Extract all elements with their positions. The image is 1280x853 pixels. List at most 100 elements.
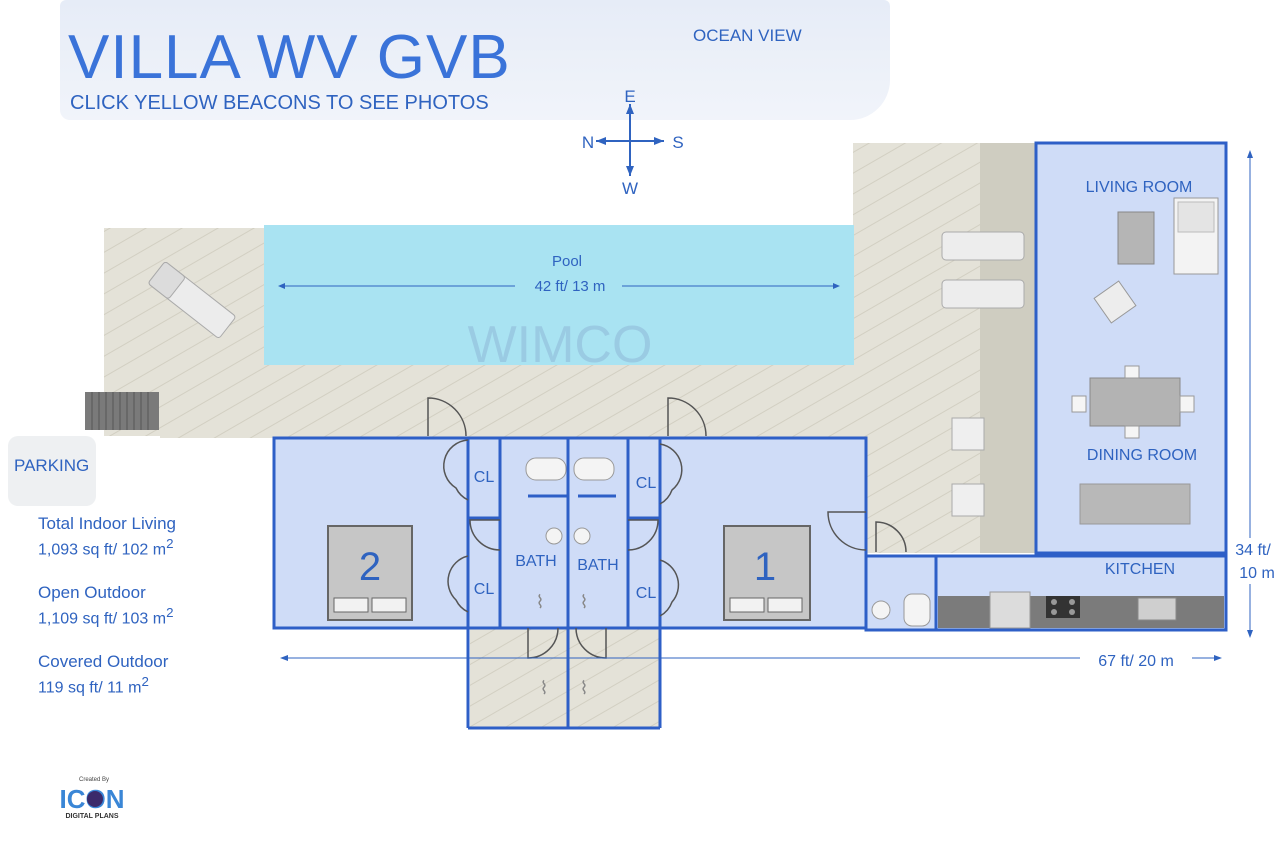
- depth-label-bg: [1228, 538, 1278, 584]
- stat-label: Covered Outdoor: [38, 652, 169, 671]
- burner: [1069, 609, 1075, 615]
- page-title: VILLA WV GVB: [68, 23, 511, 92]
- interior-walls: [466, 438, 662, 730]
- depth-dimension-label: 10 m: [1239, 565, 1275, 582]
- steps: [85, 392, 159, 430]
- shower-head-icon: ⌇: [580, 678, 589, 698]
- arrow-head: [278, 283, 285, 289]
- sink-basin: [573, 527, 591, 545]
- burner: [1051, 599, 1057, 605]
- bath-left-label: BATH: [515, 553, 556, 570]
- covered-terrace: [980, 143, 1036, 553]
- stat-label: Total Indoor Living: [38, 514, 176, 533]
- dining-chair: [1124, 365, 1140, 379]
- bedroom-2-label: 2: [359, 545, 381, 589]
- compass-arrow: [596, 137, 606, 145]
- lounge-chair: [941, 231, 1025, 261]
- burner: [1069, 599, 1075, 605]
- sink-basin: [545, 527, 563, 545]
- outdoor-shower-area: [470, 628, 660, 728]
- stat-value: 1,093 sq ft/ 102 m: [38, 541, 167, 559]
- deck-south: [160, 364, 920, 438]
- arrow-head: [1247, 630, 1253, 638]
- logo-lens-icon: [87, 791, 103, 807]
- closet-label: CL: [474, 581, 495, 598]
- pool-label: Pool: [552, 253, 582, 270]
- stat-open-outdoor: Open Outdoor 1,109 sq ft/ 103 m2: [38, 583, 174, 629]
- toilet: [573, 457, 615, 481]
- arrow-head: [833, 283, 840, 289]
- armchair: [1117, 211, 1155, 265]
- lounge-chair: [941, 279, 1025, 309]
- stat-unit-sup: 2: [166, 605, 174, 620]
- parking-area: [8, 436, 96, 506]
- compass-south: S: [672, 133, 683, 152]
- stove: [1046, 596, 1080, 618]
- ocean-view-label: OCEAN VIEW: [693, 26, 802, 45]
- compass-arrow: [626, 166, 634, 176]
- stat-value: 1,109 sq ft/ 103 m: [38, 610, 167, 628]
- shower-head-icon: ⌇: [580, 592, 589, 612]
- stat-covered-outdoor: Covered Outdoor 119 sq ft/ 11 m2: [38, 652, 168, 698]
- stat-label: Open Outdoor: [38, 583, 146, 602]
- arrow-head: [1247, 150, 1253, 158]
- stat-indoor: Total Indoor Living 1,093 sq ft/ 102 m2: [38, 514, 176, 560]
- pool-length-label: 42 ft/ 13 m: [535, 278, 606, 295]
- dining-chair: [1071, 395, 1087, 413]
- terrace-chair: [951, 417, 985, 451]
- stat-value-wrap: 1,093 sq ft/ 102 m2: [38, 534, 176, 560]
- closet-label: CL: [474, 469, 495, 486]
- sink: [1137, 597, 1177, 621]
- lounge-chair: [148, 261, 236, 339]
- depth-dimension-label: 34 ft/: [1235, 542, 1271, 559]
- dining-chair: [1124, 425, 1140, 439]
- living-room-label: LIVING ROOM: [1086, 179, 1193, 196]
- pillow: [729, 597, 765, 613]
- compass-east: E: [624, 87, 635, 106]
- terrace-chair: [951, 483, 985, 517]
- compass: [596, 104, 664, 176]
- dining-table: [1089, 377, 1181, 427]
- sofa-cushion: [1177, 201, 1215, 233]
- shower-head-icon: ⌇: [536, 592, 545, 612]
- stat-value-wrap: 119 sq ft/ 11 m2: [38, 672, 168, 698]
- compass-west: W: [622, 179, 638, 198]
- closet-label: CL: [636, 585, 657, 602]
- dining-chair: [1179, 395, 1195, 413]
- pillow: [371, 597, 407, 613]
- closet-label: CL: [636, 475, 657, 492]
- kitchen-label: KITCHEN: [1105, 561, 1175, 578]
- stat-unit-sup: 2: [141, 674, 149, 689]
- toilet: [903, 593, 931, 627]
- stat-unit-sup: 2: [166, 536, 174, 551]
- kitchen-counter: [938, 596, 1224, 628]
- chair: [1093, 280, 1137, 324]
- refrigerator: [989, 591, 1031, 629]
- compass-north: N: [582, 133, 594, 152]
- bedroom-1-label: 1: [754, 545, 776, 589]
- logo-created-by: Created By: [79, 777, 109, 783]
- bath-right-label: BATH: [577, 557, 618, 574]
- toilet: [525, 457, 567, 481]
- pillow: [767, 597, 803, 613]
- shower-head-icon: ⌇: [540, 678, 549, 698]
- pillow: [333, 597, 369, 613]
- steps-lines: [91, 392, 149, 430]
- arrow-head: [1214, 655, 1222, 661]
- width-dimension-label: 67 ft/ 20 m: [1098, 653, 1174, 670]
- kitchen-island: [1079, 483, 1191, 525]
- stat-value: 119 sq ft/ 11 m: [38, 679, 142, 697]
- parking-label: PARKING: [14, 456, 90, 475]
- photo-instruction-link[interactable]: CLICK YELLOW BEACONS TO SEE PHOTOS: [70, 92, 489, 114]
- compass-arrow: [654, 137, 664, 145]
- watermark: WIMCO: [468, 316, 653, 374]
- stat-value-wrap: 1,109 sq ft/ 103 m2: [38, 603, 174, 629]
- pool: [264, 225, 854, 365]
- compass-arrow: [626, 104, 634, 114]
- header-brush: [60, 0, 890, 120]
- logo-sub: DIGITAL PLANS: [65, 813, 118, 820]
- sink-basin: [871, 600, 891, 620]
- arrow-head: [280, 655, 288, 661]
- burner: [1051, 609, 1057, 615]
